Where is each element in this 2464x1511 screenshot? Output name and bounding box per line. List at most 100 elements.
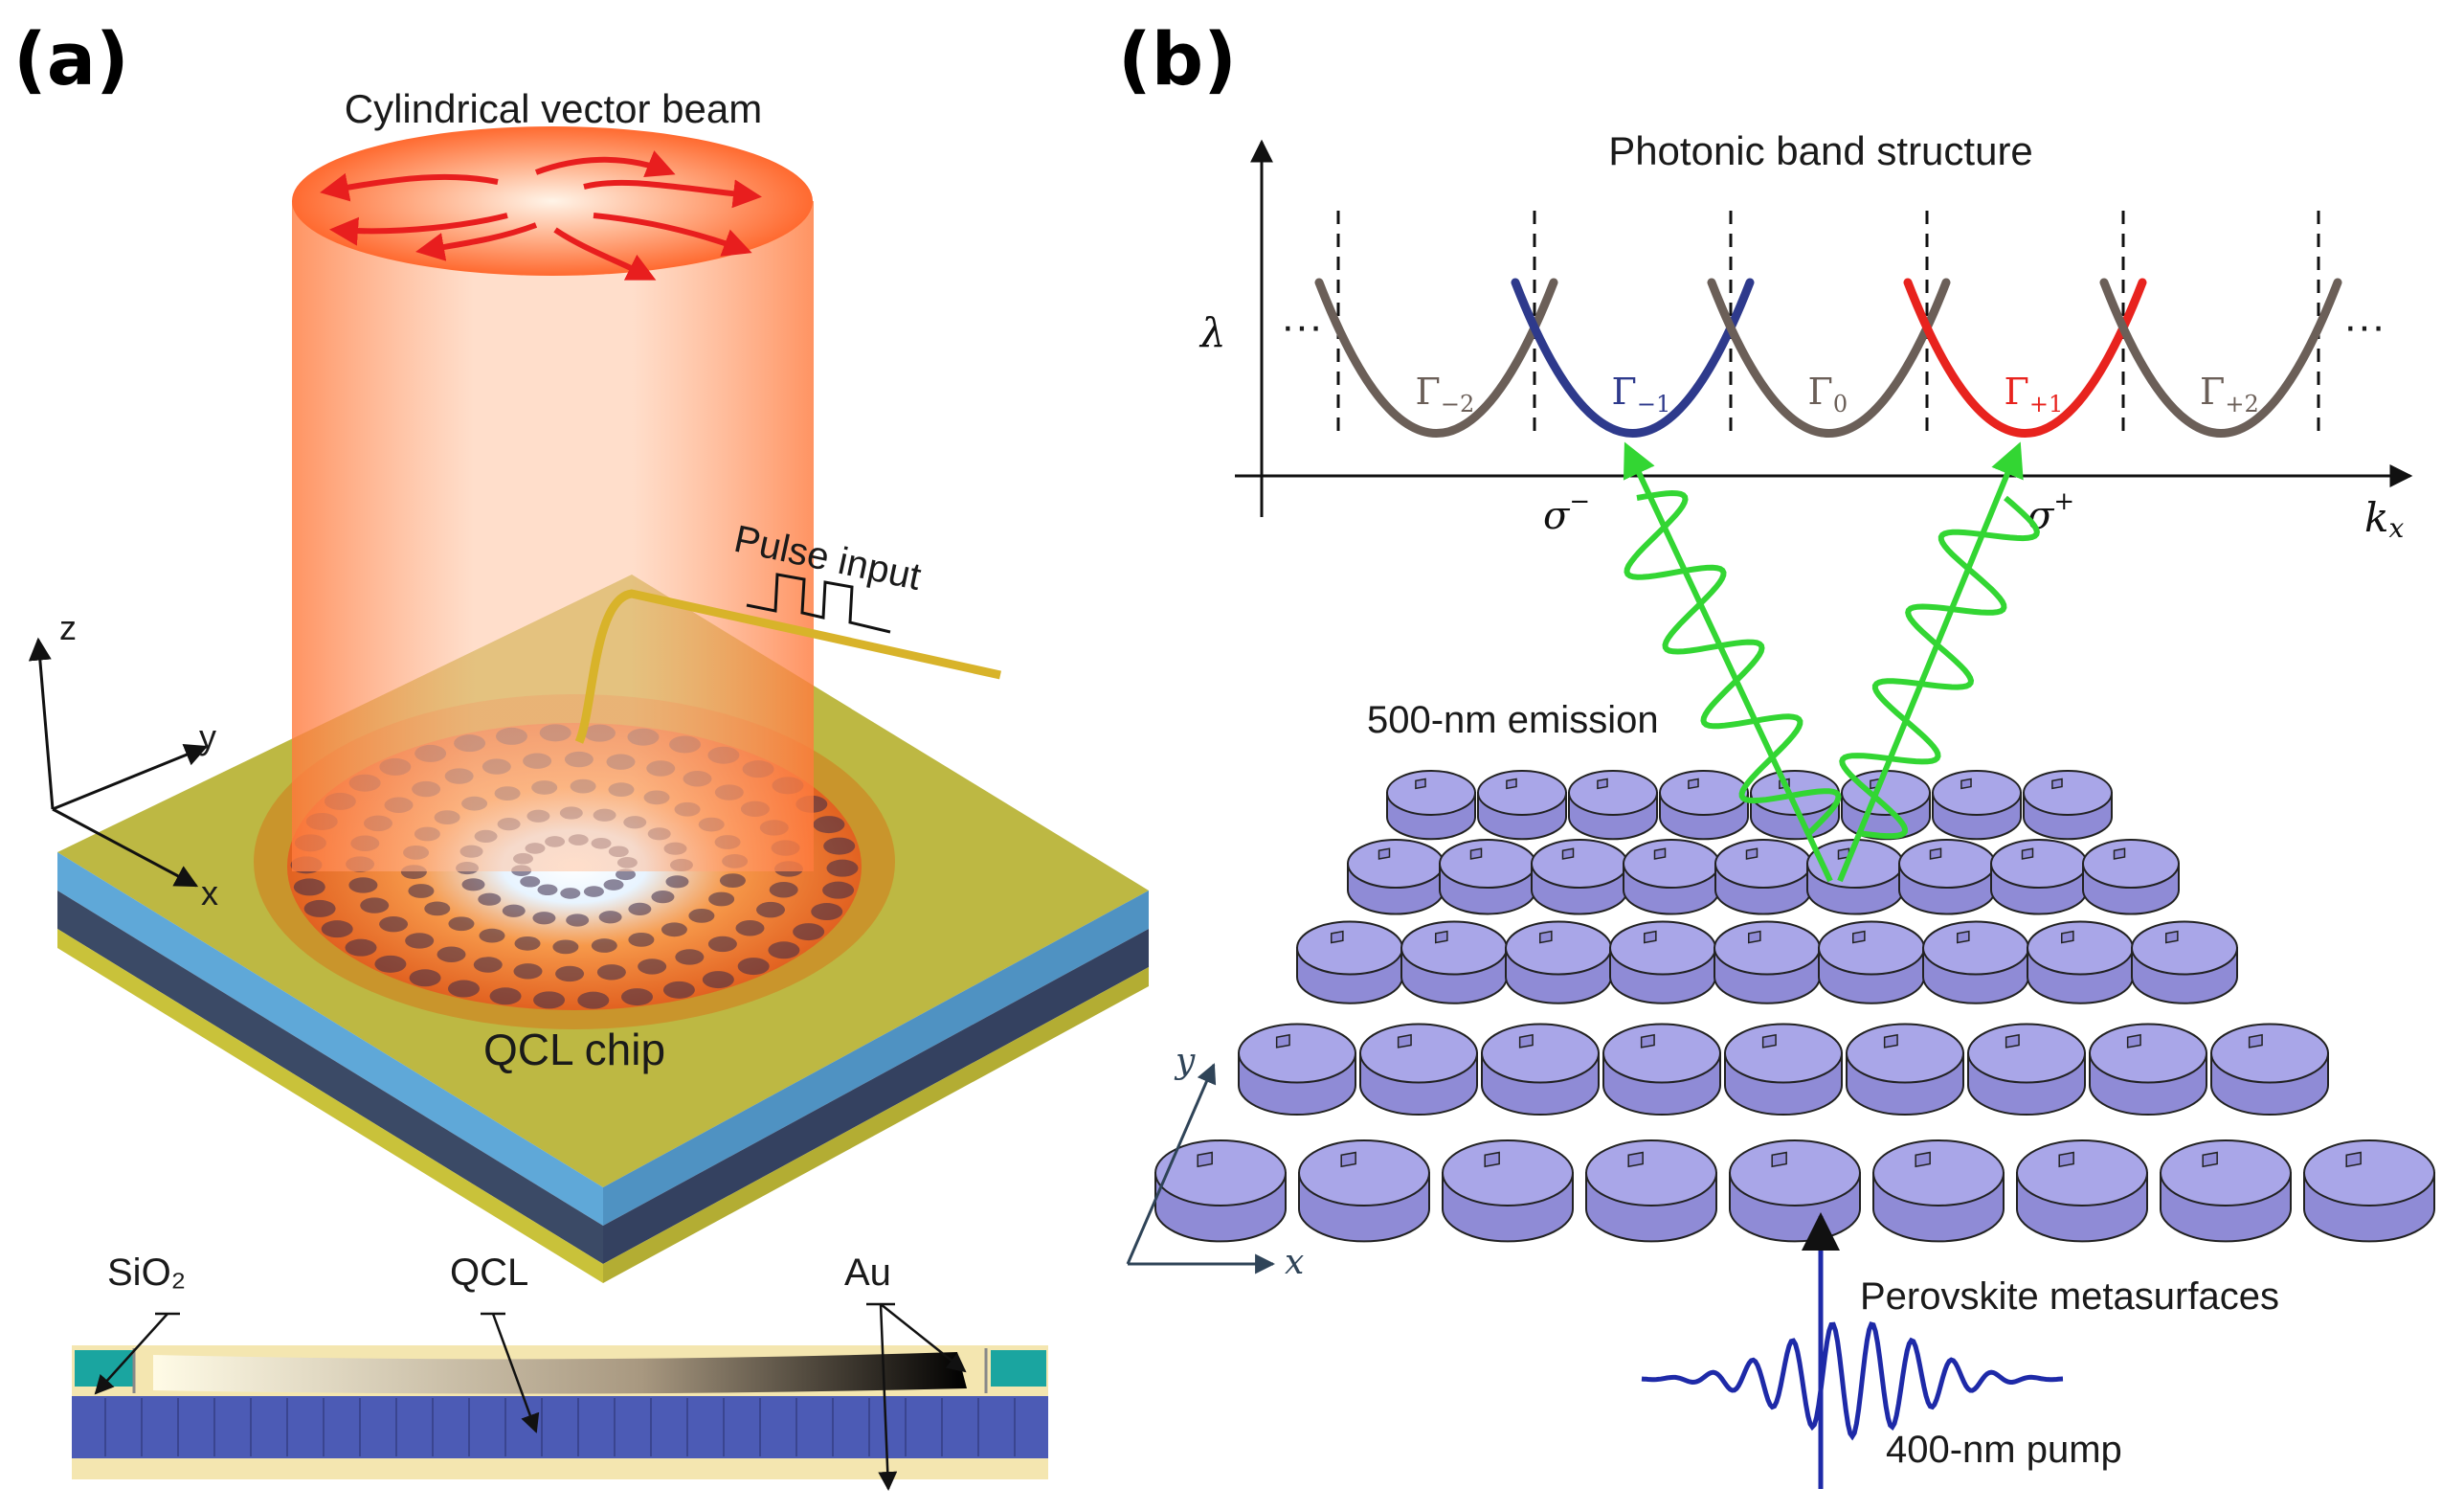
grating-hole: [408, 884, 435, 898]
pulse-waveform: [746, 573, 891, 634]
qcl-chip-label: QCL chip: [483, 1025, 665, 1074]
grating-hole: [756, 901, 786, 918]
vector-beam-column: [292, 201, 814, 871]
grating-hole: [628, 902, 652, 915]
grating-hole: [566, 913, 590, 927]
panel-a: (a) Cylindrical vector beam: [13, 16, 1149, 1491]
metasurface-disk: [1872, 1139, 2005, 1243]
grating-hole: [823, 837, 856, 855]
metasurface-disk: [1609, 920, 1716, 1004]
metasurface-disk: [1298, 1139, 1430, 1243]
grating-hole: [448, 916, 475, 932]
grating-hole: [826, 859, 859, 877]
grating-hole: [737, 958, 770, 976]
grating-hole: [603, 879, 624, 891]
grating-hole: [719, 873, 746, 889]
band-label: Γ−2: [1416, 371, 1475, 417]
metasurface-disk: [1505, 920, 1612, 1004]
axis-x-label: x: [201, 873, 218, 913]
metasurface-disk: [2089, 1023, 2207, 1116]
band-label: Γ−1: [1612, 371, 1671, 417]
emission-label: 500-nm emission: [1367, 699, 1659, 741]
metasurface-disk: [1724, 1023, 1843, 1116]
grating-hole: [768, 941, 800, 959]
grating-hole: [513, 963, 543, 980]
metasurface-disk: [2082, 839, 2180, 915]
grating-hole: [345, 938, 377, 957]
grating-hole: [661, 922, 687, 937]
grating-hole: [638, 958, 667, 975]
lambda-axis-label: λ: [1198, 309, 1226, 356]
qcl-label: QCL: [450, 1252, 528, 1294]
band-label: Γ0: [1808, 371, 1848, 417]
emission-beams: [1623, 441, 2040, 883]
grating-hole: [461, 878, 485, 891]
grating-hole: [621, 988, 654, 1006]
metasurface-disk: [1481, 1023, 1600, 1116]
metasurface-disk: [1818, 920, 1925, 1004]
metasurface-disk: [1623, 839, 1720, 915]
panel-a-axes: [28, 637, 209, 888]
beam-label: Cylindrical vector beam: [345, 86, 763, 131]
metasurface-disk: [1967, 1023, 2086, 1116]
metasurface-disk: [1659, 770, 1749, 841]
grating-hole: [303, 899, 336, 917]
metasurface-disk: [1714, 920, 1821, 1004]
metasurface-disk: [1347, 839, 1445, 915]
metasurface-disk: [1602, 1023, 1721, 1116]
grating-hole: [473, 957, 503, 973]
band-curve: [2099, 278, 2342, 438]
pump-wave: [1641, 1321, 2064, 1441]
grating-hole: [583, 886, 604, 897]
metasurface-disk: [1898, 839, 1996, 915]
panel-a-letter: (a): [13, 16, 129, 101]
metasurface-disk: [1531, 839, 1628, 915]
metasurface-disk: [1154, 1139, 1287, 1243]
axis-z-label: z: [59, 608, 77, 647]
kx-axis-label: kx: [2364, 494, 2404, 544]
metasurface-disk: [1359, 1023, 1478, 1116]
grating-hole: [405, 933, 435, 949]
grating-hole: [293, 878, 325, 896]
grating-hole: [615, 868, 636, 881]
metasurface-disk: [2023, 770, 2113, 841]
cross-section-leaders: [94, 1302, 967, 1491]
metasurface-label: Perovskite metasurfaces: [1860, 1275, 2279, 1318]
grating-hole: [769, 882, 798, 898]
panel-b-axis-x-label: x: [1285, 1243, 1304, 1282]
metasurface-disk: [2131, 920, 2238, 1004]
grating-hole: [675, 949, 705, 965]
grating-hole: [537, 884, 558, 896]
grating-hole: [560, 888, 581, 899]
metasurface-disk: [1714, 839, 1812, 915]
panel-b: (b) Photonic band structure λ kx ··· ···…: [1118, 16, 2435, 1489]
metasurface-disk: [2160, 1139, 2292, 1243]
panel-b-letter: (b): [1118, 16, 1237, 101]
metasurface-disk: [1439, 839, 1536, 915]
metasurface-disk: [1296, 920, 1403, 1004]
emission-line-right: [1837, 441, 2024, 883]
ellipsis-right: ···: [2343, 303, 2386, 350]
grating-hole: [424, 901, 451, 916]
grating-hole: [596, 964, 626, 981]
grating-hole: [651, 891, 675, 904]
emission-line-left: [1623, 441, 1833, 883]
metasurface-disk: [1400, 920, 1508, 1004]
grating-hole: [348, 877, 378, 893]
band-label: Γ+2: [2200, 371, 2259, 417]
emission-helix-left: [1624, 489, 1842, 836]
grating-hole: [502, 904, 526, 917]
metasurface-disk: [2027, 920, 2134, 1004]
band-structure-title: Photonic band structure: [1608, 128, 2033, 173]
metasurface-disk: [1568, 770, 1658, 841]
grating-hole: [577, 991, 610, 1009]
metasurface-disk: [1729, 1139, 1861, 1243]
axis-y-label: y: [199, 717, 216, 756]
metasurface-disk: [2303, 1139, 2435, 1243]
pump-label: 400-nm pump: [1886, 1429, 2122, 1471]
grating-hole: [591, 938, 617, 953]
metasurface-disk: [1442, 1139, 1574, 1243]
grating-hole: [478, 892, 502, 906]
